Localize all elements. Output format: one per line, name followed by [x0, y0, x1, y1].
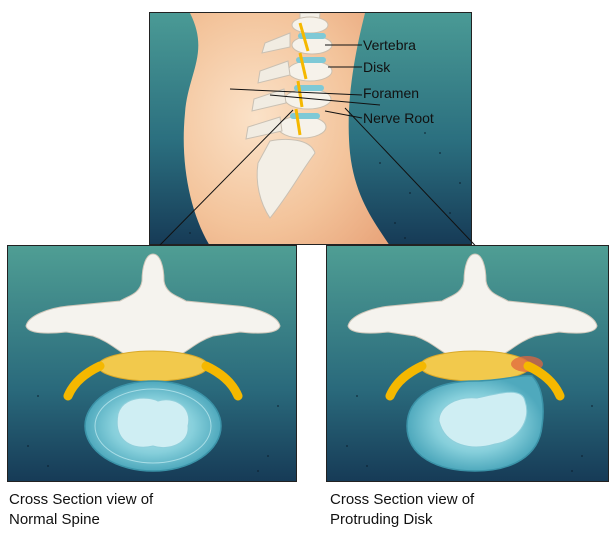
label-disk: Disk: [363, 59, 391, 75]
caption-line-1: Cross Section view of: [9, 490, 153, 510]
disk-nucleus: [117, 398, 189, 447]
caption-line-2: Normal Spine: [9, 510, 153, 530]
normal-spine-illustration: [8, 246, 297, 482]
caption-line-1: Cross Section view of: [330, 490, 474, 510]
label-foramen: Foramen: [363, 85, 419, 101]
disk: [290, 113, 320, 119]
spinal-canal: [98, 351, 208, 381]
spine-side-view-illustration: Vertebra Disk Foramen Nerve Root: [150, 13, 472, 245]
label-nerve-root: Nerve Root: [363, 110, 434, 126]
normal-spine-cross-section-panel: [7, 245, 297, 482]
protruding-disk-illustration: [327, 246, 609, 482]
protruding-disk-cross-section-panel: [326, 245, 609, 482]
spine-side-view-panel: Vertebra Disk Foramen Nerve Root: [149, 12, 472, 245]
caption-protruding-disk: Cross Section view of Protruding Disk: [330, 490, 474, 530]
label-vertebra: Vertebra: [363, 37, 416, 53]
caption-line-2: Protruding Disk: [330, 510, 474, 530]
caption-normal-spine: Cross Section view of Normal Spine: [9, 490, 153, 530]
